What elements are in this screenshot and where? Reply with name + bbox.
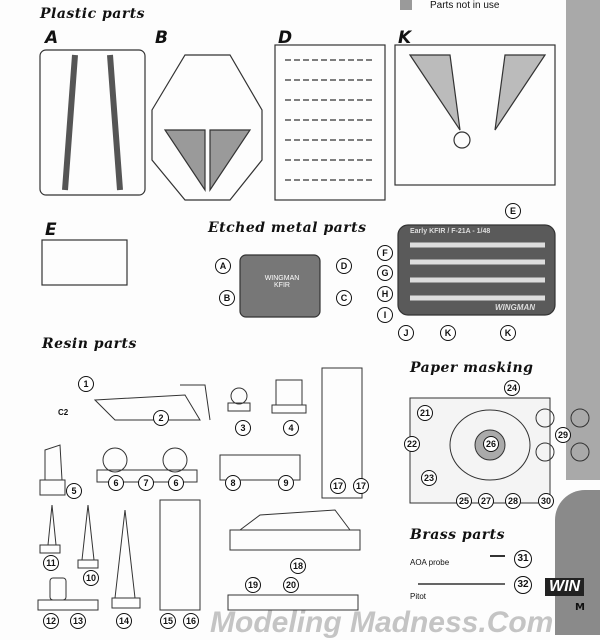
logo-sub: M: [575, 602, 585, 613]
sprue-d: [274, 44, 386, 201]
sprue-letter-d: D: [278, 28, 293, 48]
plastic-parts-heading: Plastic parts: [40, 6, 146, 22]
part-6: 6: [108, 475, 124, 491]
resin-parts-heading: Resin parts: [42, 336, 137, 352]
brass-drawings: [418, 555, 505, 585]
brass-32: 32: [514, 576, 532, 594]
part-11: 11: [43, 555, 59, 571]
wingman-logo: WIN M: [545, 490, 600, 635]
part-14: 14: [116, 613, 132, 629]
mask-24: 24: [504, 380, 520, 396]
part-c2-label: C2: [58, 408, 69, 417]
watermark: Modeling Madness.Com: [210, 606, 554, 639]
paper-masking-heading: Paper masking: [410, 360, 534, 376]
part-2: 2: [153, 410, 169, 426]
sprue-e: [41, 239, 128, 286]
label-k: K: [440, 325, 456, 341]
sprue-letter-k: K: [398, 28, 412, 48]
mask-25: 25: [456, 493, 472, 509]
logo-text: WIN: [545, 578, 585, 596]
mask-27: 27: [478, 493, 494, 509]
part-3: 3: [235, 420, 251, 436]
not-in-use-swatch: [400, 0, 412, 10]
label-d: D: [336, 258, 352, 274]
part-12: 12: [43, 613, 59, 629]
part-13: 13: [70, 613, 86, 629]
small-fret: [239, 254, 321, 318]
brass-31: 31: [514, 550, 532, 568]
sprue-b: [151, 54, 263, 201]
sprue-k: [394, 44, 556, 186]
mask-30: 30: [538, 493, 554, 509]
sprue-letter-b: B: [155, 28, 168, 48]
mask-29: 29: [555, 427, 571, 443]
part-1: 1: [78, 376, 94, 392]
large-fret-brand: WINGMAN: [495, 303, 535, 312]
small-fret-text: WINGMAN KFIR: [264, 275, 300, 289]
etched-parts-heading: Etched metal parts: [208, 220, 367, 236]
label-c: C: [336, 290, 352, 306]
label-h: H: [377, 286, 393, 302]
part-17-2: 17: [353, 478, 369, 494]
aoa-probe-label: AOA probe: [410, 558, 450, 567]
label-g: G: [377, 265, 393, 281]
mask-22: 22: [404, 436, 420, 452]
part-19: 19: [245, 577, 261, 593]
part-16: 16: [183, 613, 199, 629]
part-9: 9: [278, 475, 294, 491]
gray-margin-strip: [566, 0, 600, 480]
mask-26: 26: [483, 436, 499, 452]
part-17: 17: [330, 478, 346, 494]
part-6-2: 6: [168, 475, 184, 491]
part-20: 20: [283, 577, 299, 593]
part-15: 15: [160, 613, 176, 629]
label-f: F: [377, 245, 393, 261]
pitot-label: Pitot: [410, 592, 427, 601]
mask-21: 21: [417, 405, 433, 421]
label-b: B: [219, 290, 235, 306]
sprue-letter-e: E: [45, 220, 57, 240]
part-7: 7: [138, 475, 154, 491]
part-18: 18: [290, 558, 306, 574]
part-10: 10: [83, 570, 99, 586]
mask-28: 28: [505, 493, 521, 509]
label-i: I: [377, 307, 393, 323]
large-fret: [397, 224, 556, 316]
large-fret-title: Early KFIR / F-21A - 1/48: [410, 228, 491, 235]
resin-drawings: [37, 367, 363, 611]
sprue-a: [39, 49, 146, 196]
part-5: 5: [66, 483, 82, 499]
part-4: 4: [283, 420, 299, 436]
masking-drawings: [409, 397, 590, 504]
label-a: A: [215, 258, 231, 274]
part-8: 8: [225, 475, 241, 491]
label-k-2: K: [500, 325, 516, 341]
legend-label: Parts not in use: [430, 0, 500, 11]
sprue-letter-a: A: [45, 28, 59, 48]
brass-parts-heading: Brass parts: [410, 527, 506, 543]
label-j: J: [398, 325, 414, 341]
mask-23: 23: [421, 470, 437, 486]
label-e: E: [505, 203, 521, 219]
